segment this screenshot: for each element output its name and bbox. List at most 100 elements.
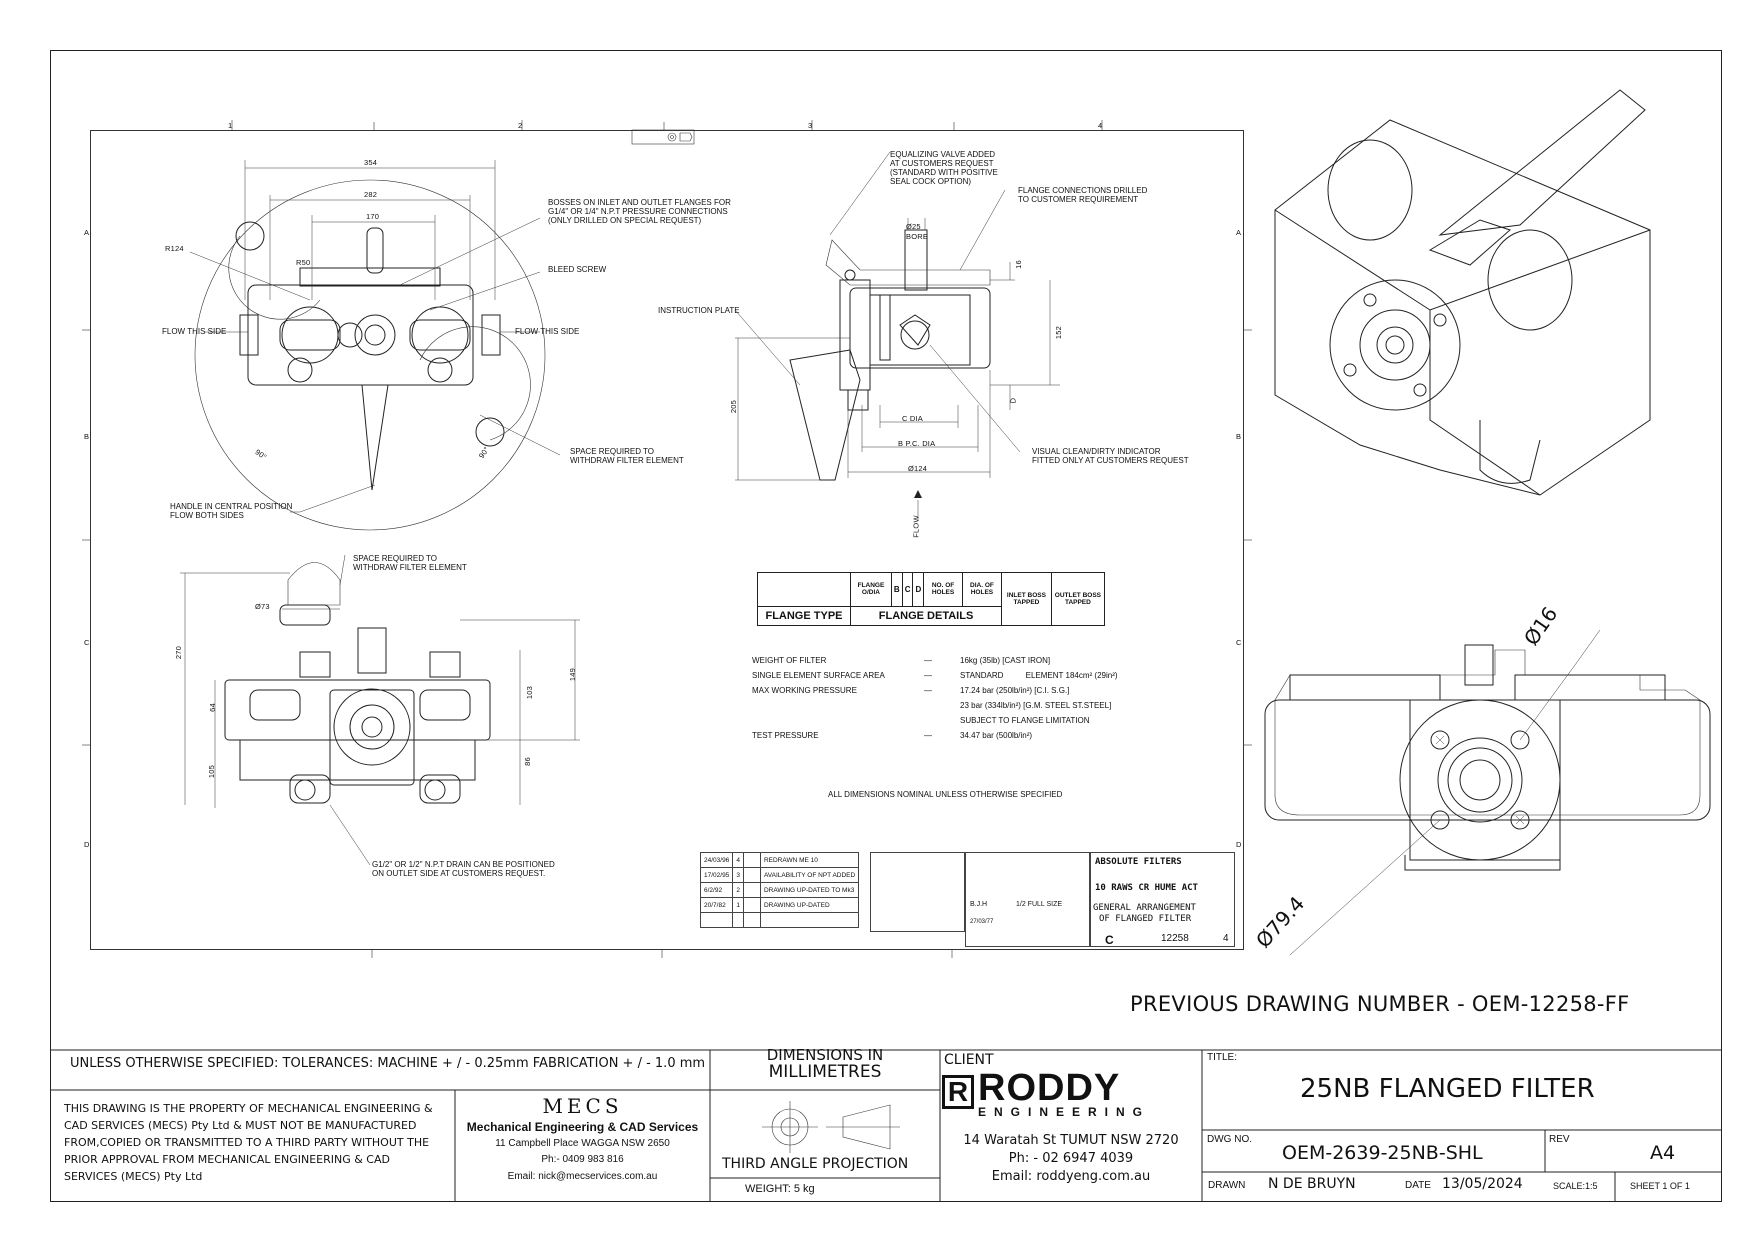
revision-notes-box (870, 852, 965, 932)
mecs-phone: Ph:- 0409 983 816 (541, 1154, 624, 1165)
dim-r124: R124 (165, 244, 184, 253)
zone-3: 3 (808, 121, 813, 130)
flange-header-c: C (901, 572, 914, 607)
note-visual-indicator: VISUAL CLEAN/DIRTY INDICATOR FITTED ONLY… (1032, 447, 1189, 465)
flange-header-odia: FLANGE O/DIA (850, 572, 892, 607)
dim-124: Ø124 (908, 464, 928, 473)
dim-105: 105 (207, 764, 217, 779)
dwg-no-label: DWG NO. (1207, 1134, 1252, 1145)
note-space-required-2: SPACE REQUIRED TO WITHDRAW FILTER ELEMEN… (353, 554, 467, 572)
flange-type-label: FLANGE TYPE (757, 605, 851, 627)
date-label: DATE (1405, 1180, 1431, 1191)
drawn-label: DRAWN (1208, 1180, 1246, 1191)
property-notice: THIS DRAWING IS THE PROPERTY OF MECHANIC… (64, 1102, 433, 1183)
flange-header-no-holes: NO. OF HOLES (923, 572, 963, 607)
note-flow-left: FLOW THIS SIDE (162, 327, 227, 336)
flange-details-label: FLANGE DETAILS (849, 605, 1003, 627)
zone-4: 4 (1098, 121, 1103, 130)
spec-row: TEST PRESSURE—34.47 bar (500lb/in²) (752, 731, 1033, 740)
note-drain: G1/2" OR 1/2" N.P.T DRAIN CAN BE POSITIO… (372, 860, 555, 878)
client-phone: Ph: - 02 6947 4039 (1008, 1151, 1134, 1166)
legacy-company: ABSOLUTE FILTERS (1095, 857, 1182, 867)
legacy-approval-box: B.J.H 1/2 FULL SIZE 27/03/77 (965, 852, 1090, 947)
dim-205: 205 (729, 399, 739, 414)
zone-C: C (84, 638, 90, 647)
previous-drawing-number: PREVIOUS DRAWING NUMBER - OEM-12258-FF (1130, 992, 1630, 1016)
scale-label: SCALE:1:5 (1553, 1181, 1598, 1191)
note-instruction-plate: INSTRUCTION PLATE (658, 306, 740, 315)
units-line2: MILLIMETRES (768, 1062, 882, 1082)
legacy-scale: 1/2 FULL SIZE (1016, 901, 1063, 908)
weight-label: WEIGHT: 5 kg (745, 1183, 815, 1195)
spec-list: WEIGHT OF FILTER—16kg (35lb) [CAST IRON]… (752, 656, 1182, 746)
flange-header-d: D (912, 572, 925, 607)
mecs-logo: MECS (542, 1094, 623, 1118)
roddy-logo-text: RODDY (978, 1067, 1121, 1109)
spec-row: WEIGHT OF FILTER—16kg (35lb) [CAST IRON] (752, 656, 1051, 665)
sheet-label: SHEET 1 OF 1 (1630, 1181, 1690, 1191)
zone-B-right: B (1236, 432, 1242, 441)
flange-header-b: B (890, 572, 903, 607)
legacy-rev: 4 (1223, 933, 1229, 944)
dim-16: 16 (1013, 260, 1023, 269)
note-bosses: BOSSES ON INLET AND OUTLET FLANGES FOR G… (548, 198, 731, 225)
projection-label: THIRD ANGLE PROJECTION (722, 1156, 909, 1172)
title-label: TITLE: (1207, 1052, 1238, 1063)
client-email: Email: roddyeng.com.au (991, 1169, 1151, 1184)
dim-c-dia: C DIA (902, 414, 924, 423)
dim-64: 64 (207, 703, 217, 712)
dim-b-pc-dia: B P.C. DIA (898, 439, 936, 448)
note-equalizing-valve: EQUALIZING VALVE ADDED AT CUSTOMERS REQU… (890, 150, 998, 186)
note-flange-connections: FLANGE CONNECTIONS DRILLED TO CUSTOMER R… (1018, 186, 1148, 204)
legacy-size-letter: C (1105, 933, 1114, 947)
flange-table: FLANGE O/DIA B C D NO. OF HOLES DIA. OF … (757, 572, 1106, 627)
dim-D-side: D (1008, 397, 1018, 404)
dim-170: 170 (366, 212, 380, 221)
flow-label: FLOW (911, 515, 921, 538)
drawn-by: N DE BRUYN (1268, 1176, 1356, 1192)
flange-header-outlet-boss: OUTLET BOSS TAPPED (1050, 572, 1106, 626)
client-contact: 14 Waratah St TUMUT NSW 2720 Ph: - 02 69… (940, 1132, 1202, 1186)
legacy-date: 27/03/77 (970, 919, 994, 925)
spec-row: SUBJECT TO FLANGE LIMITATION (960, 716, 1090, 725)
flange-header-dia-holes: DIA. OF HOLES (961, 572, 1003, 607)
legacy-company-address: 10 RAWS CR HUME ACT (1095, 883, 1198, 893)
legacy-title-2: OF FLANGED FILTER (1099, 914, 1192, 924)
mecs-address: 11 Campbell Place WAGGA NSW 2650 (495, 1138, 670, 1149)
sheet-size: A4 (1650, 1142, 1676, 1164)
zone-1: 1 (228, 121, 233, 130)
note-flow-right: FLOW THIS SIDE (515, 327, 580, 336)
legacy-drawing-frame (90, 130, 1244, 950)
roddy-logo-mark: R (942, 1075, 974, 1109)
roddy-logo-subtext: ENGINEERING (978, 1105, 1151, 1119)
zone-C-right: C (1236, 638, 1242, 647)
spec-row: 23 bar (334lb/in²) [G.M. STEEL ST.STEEL] (960, 701, 1112, 710)
note-space-required-1: SPACE REQUIRED TO WITHDRAW FILTER ELEMEN… (570, 447, 684, 465)
legacy-title-box: ABSOLUTE FILTERS 10 RAWS CR HUME ACT GEN… (1090, 852, 1235, 947)
units-block: DIMENSIONS IN MILLIMETRES (710, 1048, 940, 1082)
legacy-drawing-number: 12258 (1161, 933, 1189, 944)
dim-103: 103 (525, 685, 535, 700)
dim-r50: R50 (296, 258, 311, 267)
dim-282: 282 (364, 190, 378, 199)
note-nominal-dimensions: ALL DIMENSIONS NOMINAL UNLESS OTHERWISE … (828, 790, 1063, 799)
zone-A: A (84, 228, 90, 237)
dim-73: Ø73 (255, 602, 270, 611)
spec-row: MAX WORKING PRESSURE—17.24 bar (250lb/in… (752, 686, 1070, 695)
rev-label: REV (1549, 1134, 1570, 1145)
drawing-date: 13/05/2024 (1442, 1176, 1523, 1192)
legacy-title-1: GENERAL ARRANGEMENT (1093, 903, 1196, 913)
dim-149: 149 (568, 667, 578, 682)
zone-D-right: D (1236, 840, 1242, 849)
dwg-number: OEM-2639-25NB-SHL (1282, 1142, 1483, 1164)
note-bleed-screw: BLEED SCREW (548, 265, 607, 274)
note-handle: HANDLE IN CENTRAL POSITION FLOW BOTH SID… (170, 502, 293, 520)
dim-152: 152 (1054, 325, 1064, 340)
drawing-sheet (50, 50, 1722, 1202)
third-angle-projection-icon (762, 1101, 902, 1153)
